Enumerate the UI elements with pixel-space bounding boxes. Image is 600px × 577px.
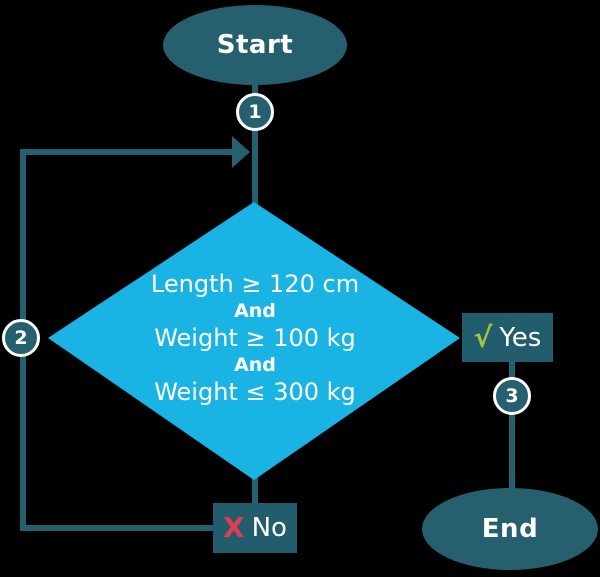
step-badge-3: 3 [493, 377, 531, 415]
decision-and-2: And [234, 354, 276, 376]
start-node-label: Start [216, 30, 294, 60]
no-branch-box: X No [213, 503, 297, 553]
decision-condition-1: Length ≥ 120 cm [150, 270, 360, 298]
decision-diamond-polygon [48, 202, 460, 480]
check-icon: √ [473, 320, 493, 354]
connector-decision-to-no [252, 477, 258, 505]
decision-node: Length ≥ 120 cm And Weight ≥ 100 kg And … [105, 271, 405, 406]
step-badge-3-label: 3 [505, 385, 519, 407]
step-badge-1: 1 [236, 93, 274, 131]
connector-start-to-decision [252, 80, 258, 204]
decision-diamond-shape [48, 202, 460, 480]
step-badge-2-label: 2 [14, 327, 28, 349]
decision-and-1: And [234, 300, 276, 322]
connector-loop-top [20, 149, 233, 155]
step-badge-1-label: 1 [248, 101, 262, 123]
decision-condition-3: Weight ≤ 300 kg [154, 378, 356, 406]
arrowhead-icon [232, 136, 250, 168]
connector-loop-bottom [20, 525, 214, 531]
no-branch-label: No [251, 513, 287, 543]
yes-branch-box: √ Yes [462, 313, 553, 362]
connector-yes-to-end [509, 360, 515, 490]
yes-branch-label: Yes [499, 322, 542, 353]
decision-condition-2: Weight ≥ 100 kg [154, 324, 356, 352]
end-node-label: End [481, 514, 539, 544]
step-badge-2: 2 [2, 319, 40, 357]
end-node: End [422, 488, 598, 570]
cross-icon: X [223, 511, 245, 544]
start-node: Start [163, 5, 347, 85]
